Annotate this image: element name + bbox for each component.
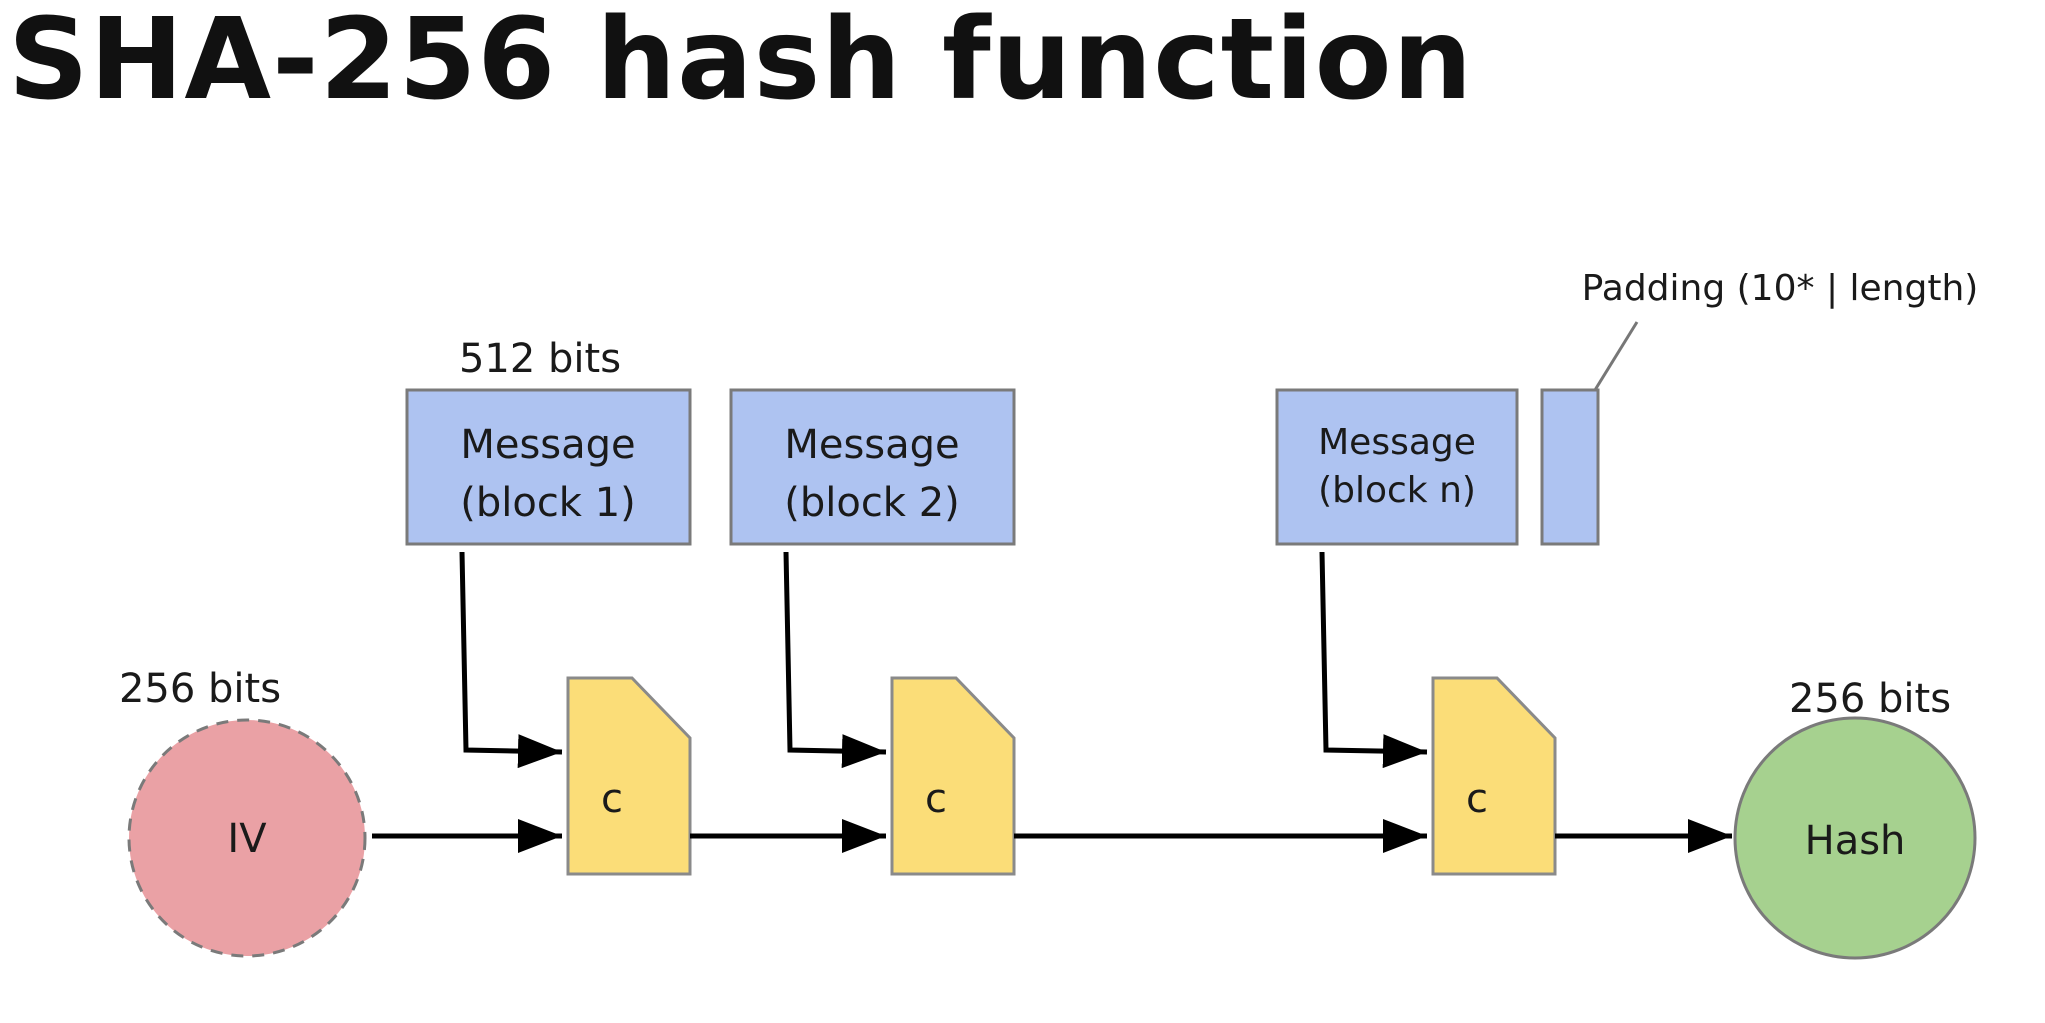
arrow-blockn-to-cn	[1319, 551, 1428, 769]
compression-function-2-label: c	[925, 776, 947, 822]
message-block-1-line2: (block 1)	[460, 480, 636, 526]
hash-size-label: 256 bits	[1789, 676, 1951, 722]
message-block-2: Message (block 2)	[729, 388, 1016, 546]
iv-label: IV	[227, 816, 267, 862]
hash-circle: Hash	[1733, 716, 1977, 960]
message-block-n-line1: Message	[1318, 422, 1476, 463]
iv-circle: IV	[127, 718, 367, 958]
compression-function-2: c	[890, 676, 1016, 876]
compression-function-1: c	[566, 676, 692, 876]
arrow-block2-to-c2	[783, 551, 887, 769]
message-block-1-line1: Message	[460, 422, 635, 468]
padding-block	[1540, 388, 1600, 546]
slide-title: SHA-256 hash function	[8, 0, 1474, 125]
compression-function-1-label: c	[601, 776, 623, 822]
block-size-label: 512 bits	[459, 336, 621, 382]
padding-leader-line	[1593, 321, 1639, 391]
compression-function-n: c	[1431, 676, 1557, 876]
padding-label: Padding (10* | length)	[1582, 268, 1979, 309]
compression-function-n-label: c	[1466, 776, 1488, 822]
message-block-2-line2: (block 2)	[784, 480, 960, 526]
message-block-1: Message (block 1)	[405, 388, 692, 546]
arrow-block1-to-c1	[459, 551, 563, 769]
message-block-2-line1: Message	[784, 422, 959, 468]
message-block-n: Message (block n)	[1275, 388, 1519, 546]
iv-size-label: 256 bits	[119, 666, 281, 712]
hash-label: Hash	[1805, 818, 1906, 864]
message-block-n-line2: (block n)	[1318, 470, 1476, 511]
